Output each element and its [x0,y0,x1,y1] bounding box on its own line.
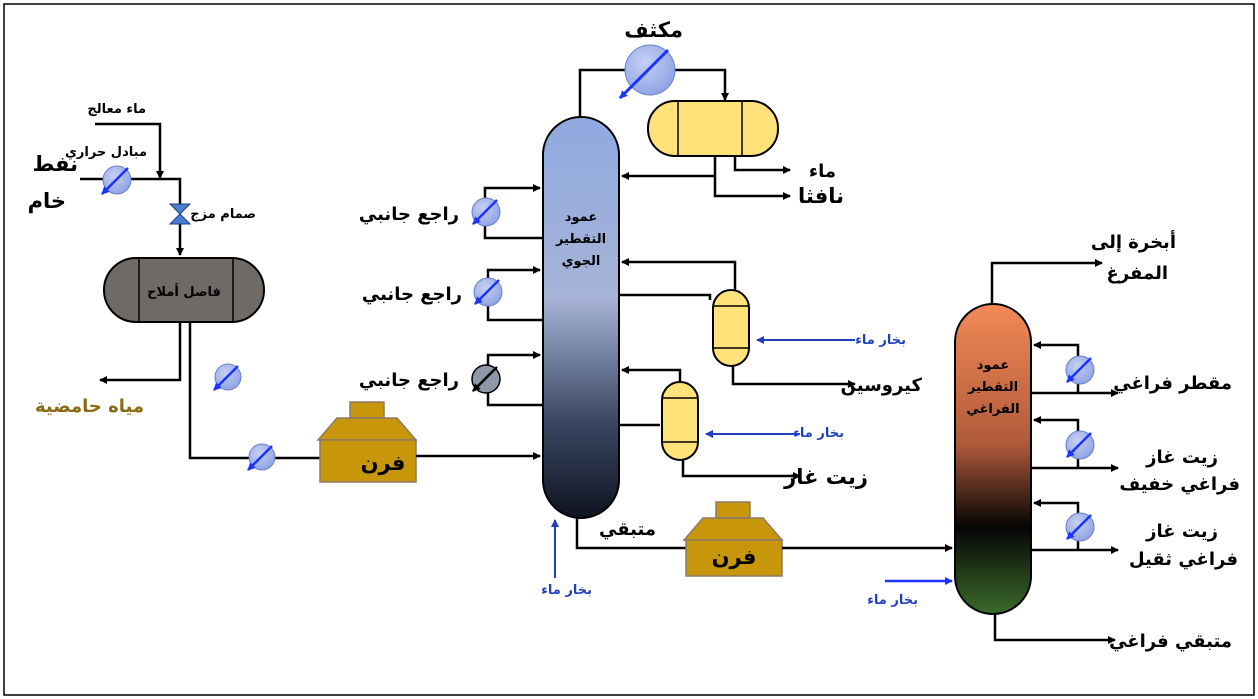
crude-label-line1: نفط [33,152,79,176]
naphtha-label: نافثا [798,184,844,208]
steam-gasoil-label: بخار ماء [793,426,844,441]
treated-water-line [95,122,164,179]
kerosene-stripper [712,289,750,367]
desalted-crude-line [188,322,320,460]
kerosene-product-line [731,366,856,388]
kerosene-label: كيروسين [841,375,923,396]
condenser-label: مكثف [624,18,683,42]
vac-exchanger-3-icon [1065,512,1095,542]
vapors-label-line2: المفرغ [1107,263,1168,284]
side-reflux-exchanger-3-icon [471,364,501,394]
vac-distillate-label: مقطر فراغي [1113,373,1232,394]
vac-residue-label: متبقي فراغي [1109,631,1232,652]
naphtha-line [713,156,791,200]
exchanger-icon-1 [213,363,242,391]
reflux-drum [647,100,779,157]
crude-label-line2: خام [28,189,66,213]
side-reflux-label-1: راجع جانبي [359,204,459,225]
sour-water-label: مياه حامضية [35,396,144,417]
gasoil-vapor-return [621,366,682,382]
vac-residue-line [993,614,1116,644]
kero-vapor-return [621,258,737,290]
gasoil-stripper [661,381,699,461]
heat-exchanger-icon [101,165,132,195]
atm-column-label-line1: عمود [565,210,597,225]
mixing-valve-icon [168,203,192,225]
side-reflux-label-2: راجع جانبي [362,284,462,305]
treated-water-label: ماء معالج [87,102,146,117]
atm-column-label-line2: التقطير [555,232,606,247]
hvgo-label-line2: فراغي ثقيل [1129,549,1238,570]
overhead-line [578,68,625,117]
furnace-1 [316,401,418,483]
vac-exchanger-2-icon [1065,430,1095,460]
desalter-label: فاصل أملاح [147,283,221,300]
furnace-1-label: فرن [361,451,406,475]
lvgo-label-line1: زيت غاز [1145,447,1218,468]
diagram-border [3,3,1255,696]
vac-column-label-line3: الفراغي [966,402,1019,417]
furnace-2 [682,501,784,577]
condenser-to-drum-line [675,68,729,101]
vac-column-label-line2: التقطير [967,380,1018,395]
atmospheric-column [542,116,620,519]
furnace-2-label: فرن [712,545,757,569]
desalter-vessel [103,257,265,323]
steam-kero-label: بخار ماء [855,333,906,348]
mixing-valve-label: صمام مزج [190,207,256,222]
exchanger-icon-2 [247,443,276,471]
side-reflux-label-3: راجع جانبي [359,370,459,391]
water-label: ماء [809,161,836,182]
hvgo-label-line1: زيت غاز [1145,521,1218,542]
gasoil-product-line [681,460,801,480]
vacuum-column [954,303,1032,615]
steam-vac-label: بخار ماء [867,593,918,608]
vac-overhead-line [990,259,1103,304]
gas-oil-label: زيت غاز [783,465,868,489]
lvgo-label-line2: فراغي خفيف [1119,474,1240,495]
atm-column-label-line3: الجوي [562,254,601,269]
side-reflux-exchanger-2-icon [473,277,503,307]
vapors-label-line1: أبخرة إلى [1091,230,1176,253]
heat-exchanger-label: مبادل حراري [65,145,147,160]
steam-bottom-label: بخار ماء [541,583,592,598]
side-reflux-exchanger-1-icon [471,197,501,227]
condenser-icon [618,44,676,100]
residue-label: متبقي [599,519,656,540]
kero-draw-line [619,293,712,300]
vac-column-label-line1: عمود [977,358,1009,373]
water-out-line [733,156,791,174]
residue-line [575,518,686,550]
sour-water-line [99,322,182,384]
vac-exchanger-1-icon [1065,355,1095,385]
